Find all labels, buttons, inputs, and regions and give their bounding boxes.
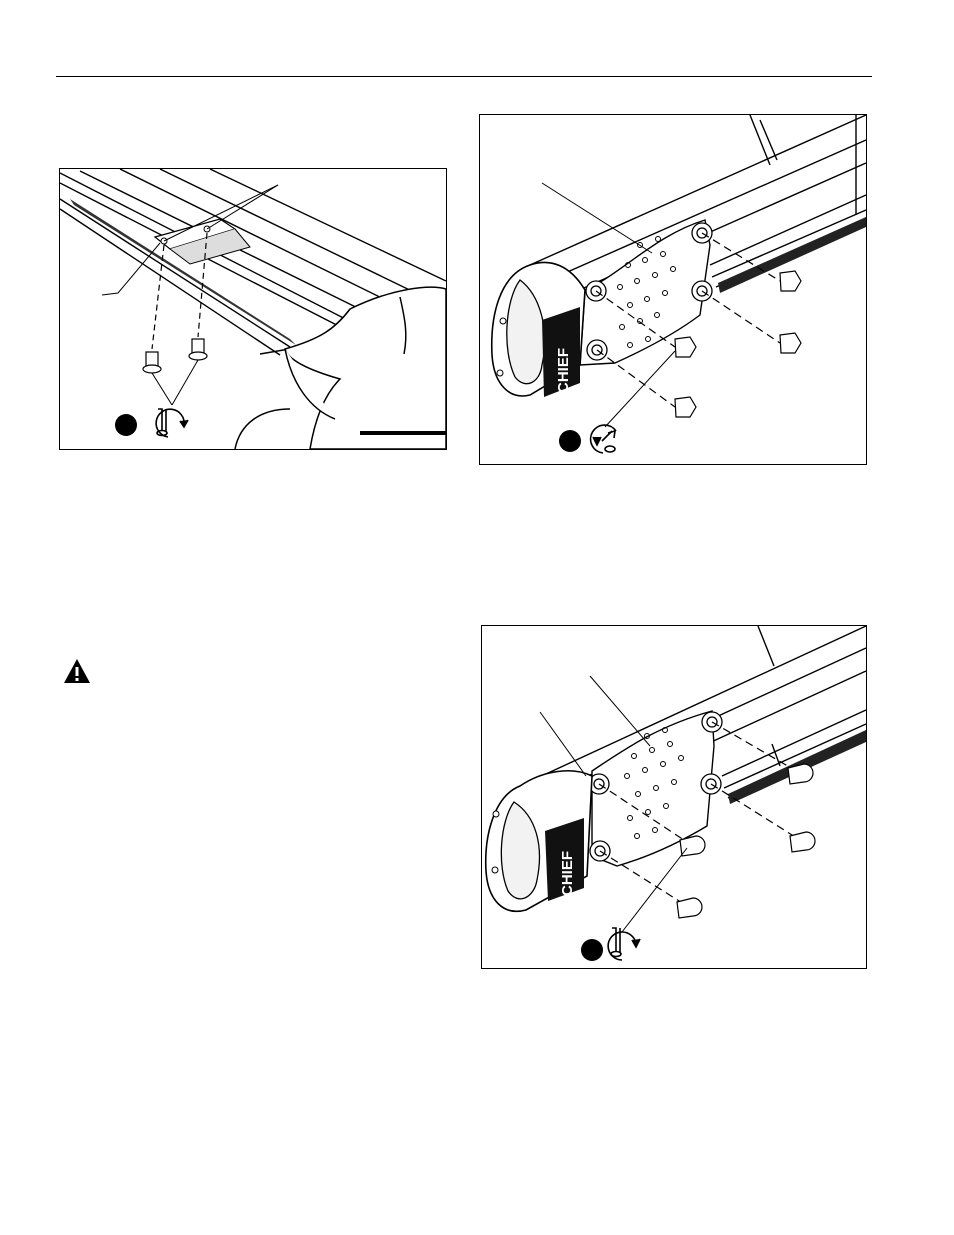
- brand-logo: CHIEF: [559, 851, 576, 896]
- header-rule: [56, 76, 872, 77]
- figure-3-plate-screws: CHIEF: [481, 625, 867, 969]
- wrench-rotate-icon: [591, 425, 616, 453]
- figure-2-illustration: CHIEF: [480, 115, 866, 464]
- step-marker-icon: [559, 430, 581, 452]
- figure-2-plate-bolts: CHIEF: [479, 114, 867, 465]
- figure-1-rail-screws: [59, 168, 447, 450]
- warning-triangle-icon: [63, 658, 91, 684]
- step-marker-icon: [581, 939, 603, 961]
- figure-1-illustration: [60, 169, 446, 449]
- brand-logo: CHIEF: [555, 348, 572, 393]
- step-marker-icon: [115, 414, 137, 436]
- hex-key-rotate-icon: [608, 928, 640, 960]
- hex-key-rotate-icon: [156, 409, 188, 437]
- figure-3-illustration: CHIEF: [482, 626, 866, 968]
